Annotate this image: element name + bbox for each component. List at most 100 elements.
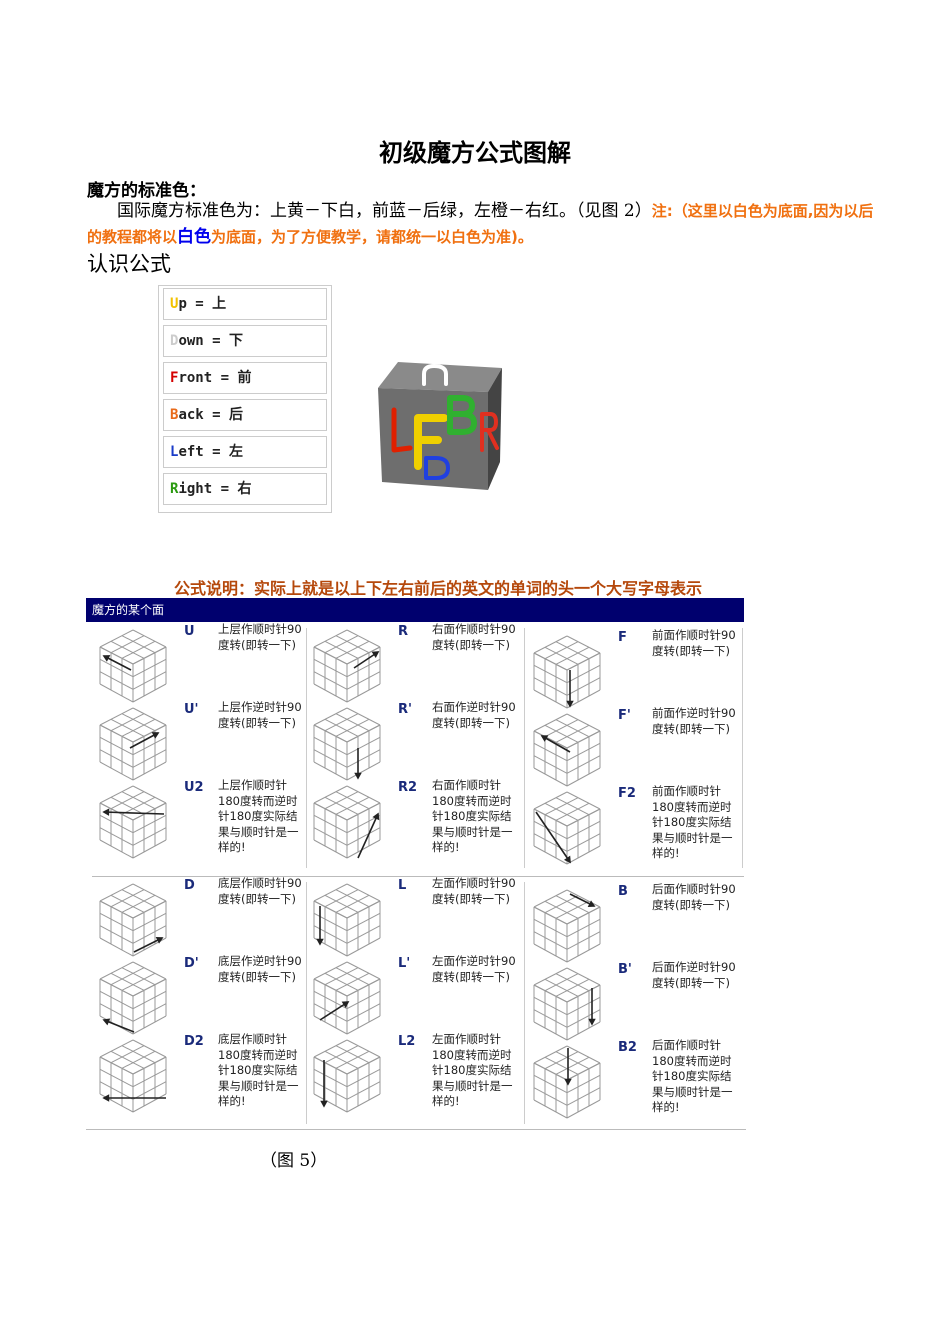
cube-letter-u-icon	[422, 364, 448, 386]
move-description: 底层作逆时针90度转(即转一下)	[218, 954, 302, 984]
note-text-b: 为底面，为了方便教学，请都统一以白色为准)。	[211, 228, 533, 246]
legend-rest: p = 上	[178, 296, 227, 312]
move-notation: B	[618, 884, 628, 899]
legend-rest: ack = 后	[178, 407, 244, 423]
section-divider	[92, 876, 744, 877]
column-divider	[742, 628, 743, 868]
cube-diagram-icon	[533, 713, 601, 787]
move-notation: R2	[398, 780, 418, 795]
move-notation: L2	[398, 1034, 416, 1049]
legend-row: Down = 下	[163, 325, 327, 357]
cube-diagram-icon	[99, 629, 167, 703]
move-description: 底层作顺时针180度转而逆时针180度实际结果与顺时针是一样的!	[218, 1032, 299, 1108]
legend-rest: ight = 右	[178, 481, 252, 497]
legend-letter: L	[170, 444, 179, 460]
move-description: 左面作顺时针90度转(即转一下)	[432, 876, 516, 906]
move-notation: R'	[398, 702, 412, 717]
cube-diagram-icon	[99, 785, 167, 859]
move-notation: B'	[618, 962, 632, 977]
cube-letter-b-icon	[447, 395, 477, 435]
lettered-cube-image	[378, 362, 502, 490]
move-cell-u-prime: U' 上层作逆时针90度转(即转一下)	[86, 700, 304, 781]
move-notation: F2	[618, 786, 636, 801]
cube-letter-l-icon	[391, 407, 413, 453]
legend-row: Right = 右	[163, 473, 327, 505]
move-description: 上层作顺时针180度转而逆时针180度实际结果与顺时针是一样的!	[218, 778, 299, 854]
cube-diagram-icon	[533, 1045, 601, 1119]
legend-letter: D	[170, 333, 179, 349]
cube-diagram-icon	[99, 883, 167, 957]
move-notation: F'	[618, 708, 631, 723]
move-notation: L	[398, 878, 407, 893]
column-divider	[524, 628, 525, 868]
cube-diagram-icon	[99, 961, 167, 1035]
move-description: 前面作逆时针90度转(即转一下)	[652, 706, 736, 736]
move-cell-b-prime: B' 后面作逆时针90度转(即转一下)	[520, 960, 738, 1041]
move-notation: F	[618, 630, 627, 645]
legend-rest: ront = 前	[178, 370, 252, 386]
cube-diagram-icon	[313, 883, 381, 957]
column-divider	[524, 882, 525, 1124]
table-bottom-rule	[86, 1129, 746, 1130]
page-title: 初级魔方公式图解	[379, 138, 571, 167]
legend-rest: own = 下	[178, 333, 244, 349]
column-divider	[306, 628, 307, 868]
move-description: 上层作逆时针90度转(即转一下)	[218, 700, 302, 730]
move-cell-d-prime: D' 底层作逆时针90度转(即转一下)	[86, 954, 304, 1035]
section-heading-formulas: 认识公式	[87, 252, 171, 276]
figure-caption: （图 5）	[260, 1151, 328, 1171]
move-notation: L'	[398, 956, 411, 971]
move-notation: D2	[184, 1034, 204, 1049]
cube-letter-r-icon	[480, 412, 499, 452]
cube-diagram-icon	[313, 629, 381, 703]
move-notation: U2	[184, 780, 204, 795]
move-notation: D'	[184, 956, 199, 971]
formula-note: 公式说明：实际上就是以上下左右前后的英文的单词的头一个大写字母表示	[174, 579, 703, 598]
move-cell-l-prime: L'左面作逆时针90度转(即转一下)	[300, 954, 518, 1035]
legend-letter: R	[170, 481, 179, 497]
cube-diagram-icon	[533, 635, 601, 709]
move-cell-l: L 左面作顺时针90度转(即转一下)	[300, 876, 518, 957]
move-notation: D	[184, 878, 195, 893]
move-cell-l2: L2 左面作顺时针180度转而逆时针180度实际结果与顺时针是一样的!	[300, 1032, 518, 1113]
cube-diagram-icon	[313, 707, 381, 781]
move-cell-r-prime: R'右面作逆时针90度转(即转一下)	[300, 700, 518, 781]
cube-diagram-icon	[533, 791, 601, 865]
move-description: 右面作顺时针90度转(即转一下)	[432, 622, 516, 652]
legend-letter: B	[170, 407, 179, 423]
move-cell-f: F 前面作顺时针90度转(即转一下)	[520, 628, 738, 709]
cube-letter-d-icon	[424, 456, 450, 480]
move-description: 前面作顺时针90度转(即转一下)	[652, 628, 736, 658]
move-description: 后面作顺时针180度转而逆时针180度实际结果与顺时针是一样的!	[652, 1038, 733, 1114]
move-description: 右面作顺时针180度转而逆时针180度实际结果与顺时针是一样的!	[432, 778, 513, 854]
cube-diagram-icon	[99, 1039, 167, 1113]
legend-letter: U	[170, 296, 179, 312]
move-description: 后面作逆时针90度转(即转一下)	[652, 960, 736, 990]
colors-text: 国际魔方标准色为：上黄－下白，前蓝－后绿，左橙－右红。（见图 2）	[117, 201, 652, 221]
cube-diagram-icon	[313, 1039, 381, 1113]
table-header: 魔方的某个面	[86, 598, 744, 622]
cube-diagram-icon	[313, 785, 381, 859]
colors-paragraph: 国际魔方标准色为：上黄－下白，前蓝－后绿，左橙－右红。（见图 2）注:（这里以白…	[87, 198, 877, 250]
section-heading-colors: 魔方的标准色：	[87, 181, 206, 201]
legend-row: Up = 上	[163, 288, 327, 320]
move-notation: B2	[618, 1040, 637, 1055]
column-divider	[306, 882, 307, 1124]
note-text-a: 注:（这里以白色为底面,因为以后的教程都将以	[87, 202, 874, 246]
note-highlight: 白色	[177, 227, 212, 247]
legend-row: Back = 后	[163, 399, 327, 431]
cube-diagram-icon	[99, 707, 167, 781]
move-notation: U'	[184, 702, 199, 717]
move-cell-f-prime: F' 前面作逆时针90度转(即转一下)	[520, 706, 738, 787]
move-description: 左面作顺时针180度转而逆时针180度实际结果与顺时针是一样的!	[432, 1032, 513, 1108]
legend-letter: F	[170, 370, 179, 386]
move-cell-d2: D2 底层作顺时针180度转而逆时针180度实际结果与顺时针是一样的!	[86, 1032, 304, 1113]
cube-diagram-icon	[533, 889, 601, 963]
